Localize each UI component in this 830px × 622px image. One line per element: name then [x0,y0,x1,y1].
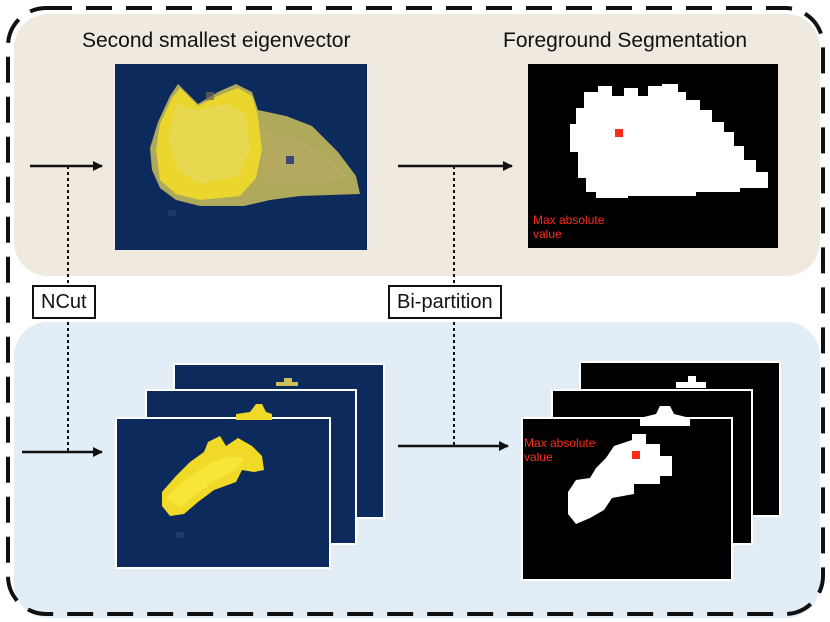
top-foreground-mask [528,64,778,248]
top-max-annotation: Max absolute value [533,213,605,241]
bottom-eigenvector-stack [115,363,385,569]
outer-dashed-border [6,6,825,616]
bottom-foreground-mask-stack [521,361,781,581]
top-right-title: Foreground Segmentation [503,29,747,52]
bottom-max-annotation: Max absolute value [524,436,596,464]
bipartition-label: Bi-partition [388,285,502,319]
top-max-marker [615,129,623,137]
bottom-max-marker [632,451,640,459]
ncut-label: NCut [32,285,96,319]
top-eigenvector-map [115,64,367,250]
top-left-title: Second smallest eigenvector [82,29,351,52]
